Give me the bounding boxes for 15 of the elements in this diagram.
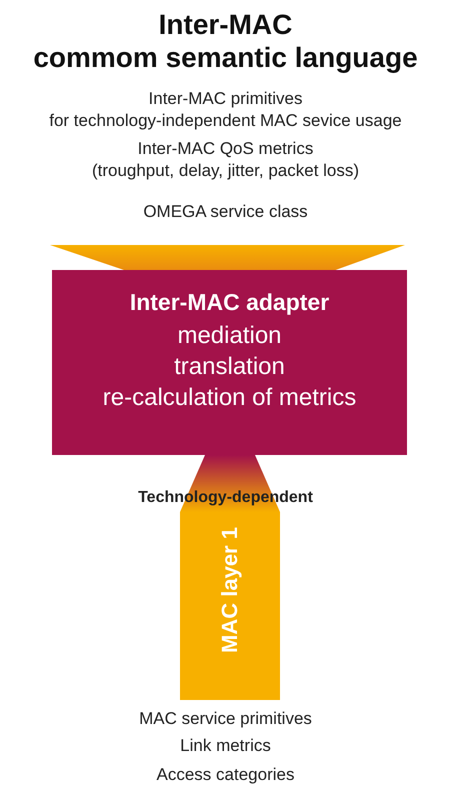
- description-text: OMEGA service class: [142, 201, 309, 222]
- description-text: Access categories: [156, 764, 296, 785]
- box-heading: Inter-MAC adapter: [128, 288, 330, 316]
- description-text: Link metrics: [179, 735, 272, 756]
- description-text: Inter-MAC primitives for technology-independent MAC sevice usage: [48, 88, 403, 132]
- title: Inter-MAC commom semantic language: [32, 8, 419, 74]
- box-text: translation: [173, 353, 286, 381]
- box-text: mediation: [176, 322, 283, 350]
- layer-bar: [180, 512, 280, 700]
- description-text: Inter-MAC QoS metrics (troughput, delay, jitter, packet loss): [90, 138, 360, 182]
- funnel-shape: [50, 245, 405, 272]
- box-text: re-calculation of metrics: [102, 384, 358, 412]
- description-text: MAC service primitives: [138, 708, 313, 729]
- adapter-box: [52, 270, 407, 455]
- vertical-label: MAC layer 1: [217, 527, 243, 653]
